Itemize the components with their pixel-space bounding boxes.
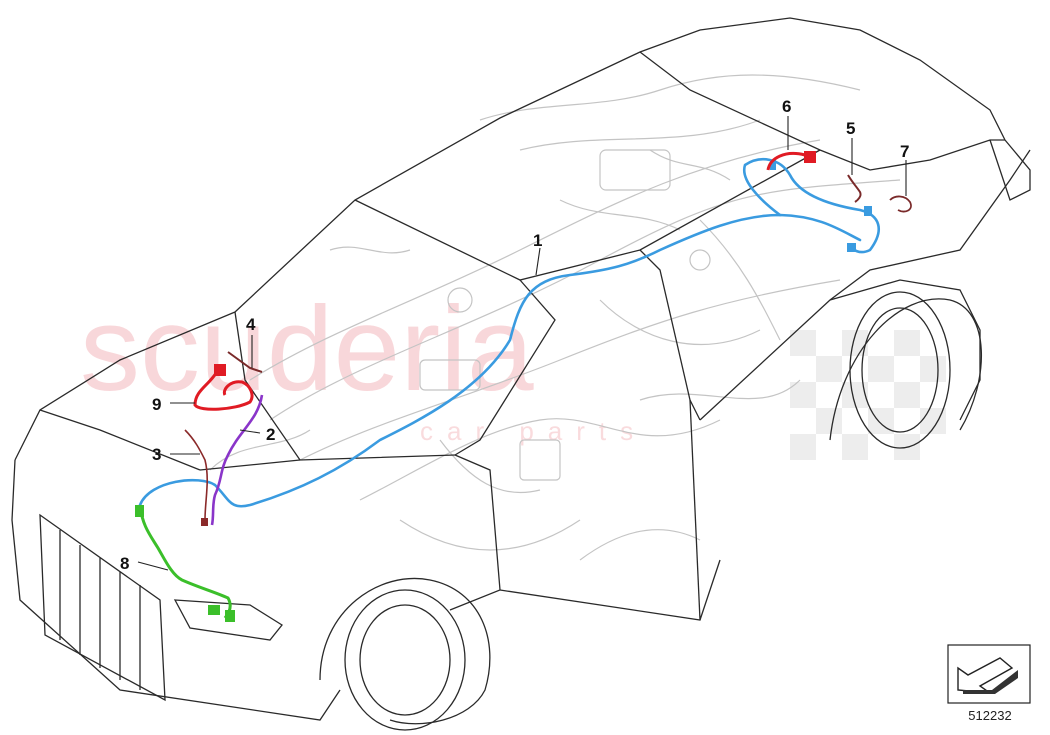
callout-5: 5 — [846, 119, 855, 138]
callout-9: 9 — [152, 395, 161, 414]
harness-1 — [138, 157, 880, 508]
arrow-down-left-icon — [957, 657, 1018, 694]
connector-6 — [804, 151, 816, 163]
watermark-text: scuderia — [80, 282, 534, 416]
connector-1a — [770, 160, 776, 170]
callout-2: 2 — [266, 425, 275, 444]
harness-9 — [193, 369, 254, 411]
diagram-id: 512232 — [968, 708, 1012, 723]
harness-1-branch — [742, 157, 880, 254]
harness-2 — [210, 394, 264, 526]
harness-1-path — [138, 213, 862, 508]
connector-1b — [847, 243, 856, 252]
connector-8b — [208, 605, 220, 615]
callout-8: 8 — [120, 554, 129, 573]
leader-2 — [239, 429, 261, 434]
callout-6: 6 — [782, 97, 791, 116]
callout-7: 7 — [900, 142, 909, 161]
callout-3: 3 — [152, 445, 161, 464]
leader-1 — [535, 247, 541, 276]
harness-5 — [847, 174, 862, 203]
callout-1: 1 — [533, 231, 542, 250]
harness-3 — [184, 429, 208, 521]
connector-8a — [135, 505, 144, 517]
harness-6 — [766, 152, 806, 171]
leader-8 — [137, 561, 169, 571]
harness-8 — [138, 504, 232, 619]
harness-4 — [227, 351, 263, 373]
connector-1c — [864, 206, 872, 216]
watermark: scuderia car parts — [80, 282, 946, 460]
callout-4: 4 — [246, 315, 256, 334]
connector-8c — [225, 610, 235, 622]
callouts — [137, 116, 907, 571]
car-body-outline — [11, 17, 1031, 731]
harness-7 — [889, 195, 912, 213]
connector-3 — [201, 518, 208, 526]
connector-9 — [214, 364, 226, 376]
view-direction-box — [947, 644, 1031, 704]
watermark-subtext: car parts — [420, 416, 647, 446]
